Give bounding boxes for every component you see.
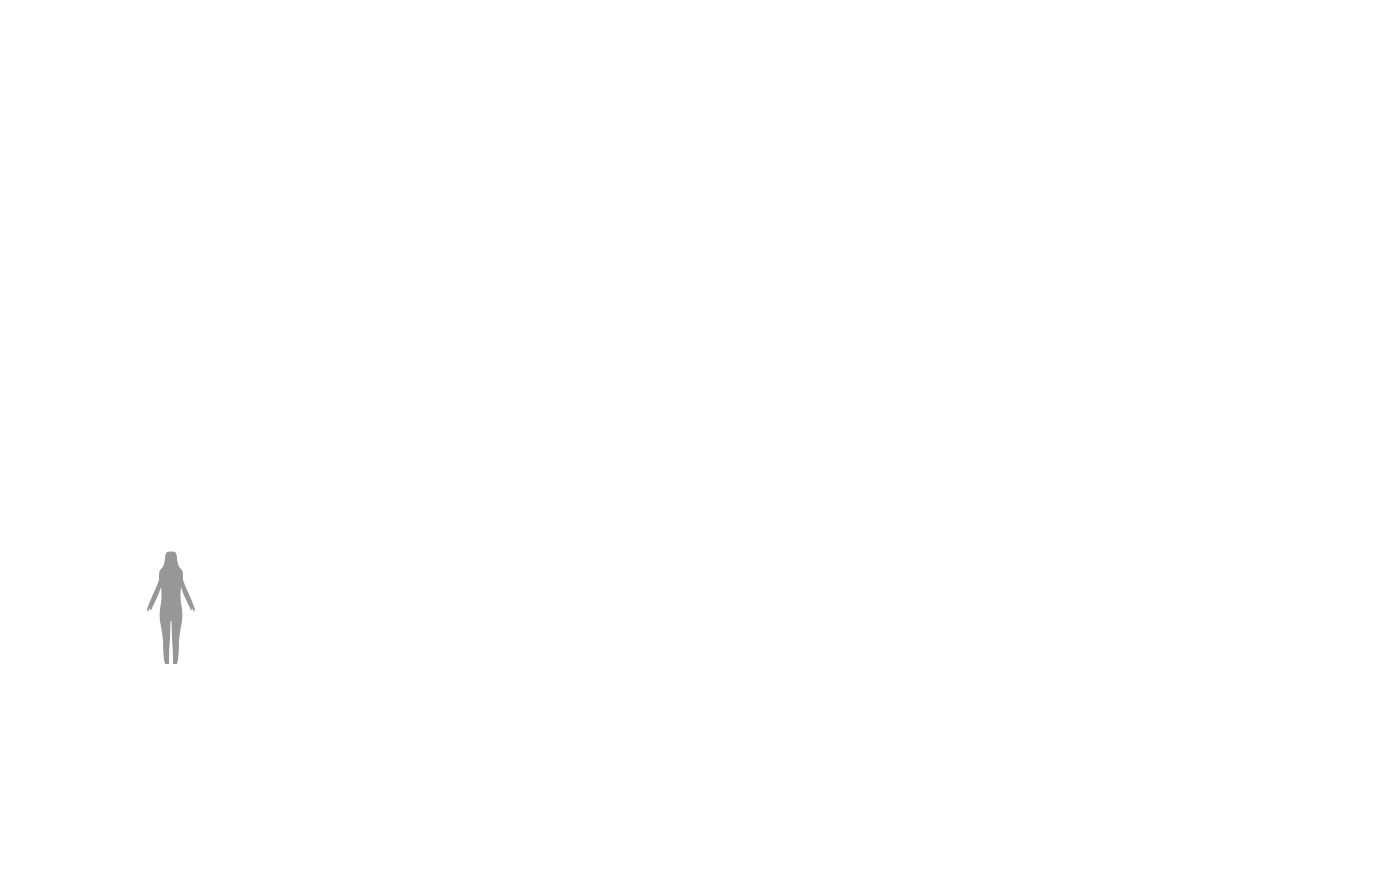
silhouette-shape [147,551,195,664]
human-silhouette-icon [147,551,195,664]
